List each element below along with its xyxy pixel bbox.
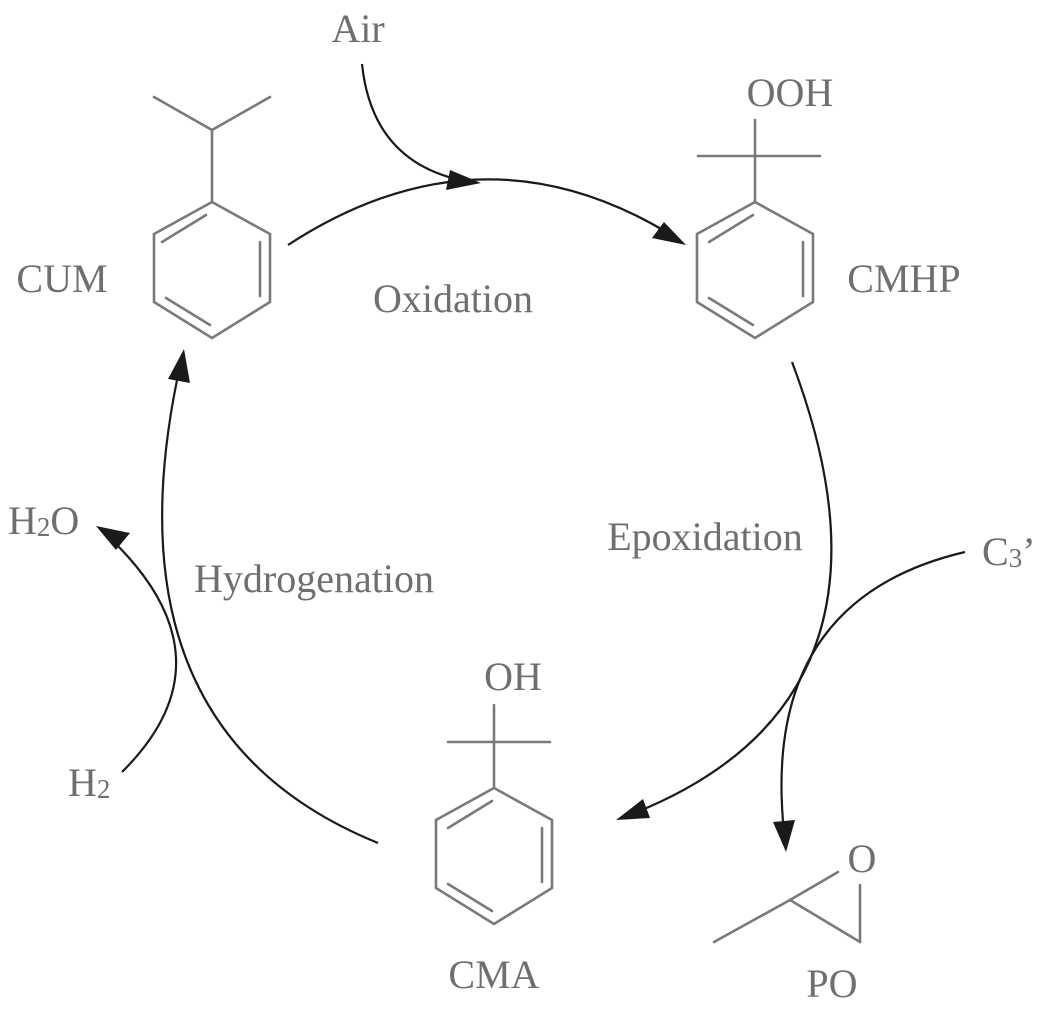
oxidation-step-label: Oxidation [373, 276, 533, 321]
cum-structure [152, 95, 272, 340]
cmhp-benzene-ring [695, 200, 815, 340]
hydrogenation-step-label: Hydrogenation [194, 556, 434, 601]
air-reagent-label: Air [331, 6, 384, 51]
cum-isopropyl-methyl-left [152, 95, 214, 132]
po-methyl-bond [712, 898, 792, 944]
po-ring-cc-bond [788, 898, 862, 944]
propylene-feed-arrowhead [773, 820, 795, 852]
hydrogen-feed-arrow [111, 539, 178, 773]
cum-label: CUM [16, 256, 107, 301]
cum-isopropyl-methyl-right [210, 95, 272, 132]
epoxidation-arrowhead [616, 799, 650, 820]
oxidation-arrow [287, 178, 669, 246]
cma-label: CMA [448, 952, 539, 997]
cmhp-label: CMHP [847, 256, 960, 301]
oxidation-arrowhead [652, 222, 686, 245]
hydrogenation-arrow [161, 365, 379, 845]
cma-structure [434, 703, 554, 926]
po-oxygen-label: O [848, 836, 877, 881]
epoxidation-step-label: Epoxidation [607, 514, 803, 559]
po-ring-co-bond-left [788, 870, 840, 902]
propylene-reagent-label: C3’ [982, 529, 1036, 574]
cmhp-ooh-label: OOH [747, 70, 834, 115]
air-feed-arrow [360, 63, 461, 182]
water-product-label: H2O [8, 498, 79, 543]
water-out-arrowhead [96, 526, 130, 550]
cmhp-structure [695, 118, 822, 340]
cma-benzene-ring [434, 786, 554, 926]
hydrogen-reagent-label: H2 [68, 760, 110, 805]
cma-oh-label: OH [484, 654, 542, 699]
propylene-feed-arrow [780, 550, 966, 833]
po-label: PO [806, 961, 857, 1006]
air-feed-arrowhead [446, 170, 481, 190]
hydrogenation-arrowhead [168, 349, 190, 383]
po-structure [712, 870, 862, 944]
epoxidation-arrow [631, 361, 833, 816]
cum-benzene-ring [152, 200, 272, 340]
